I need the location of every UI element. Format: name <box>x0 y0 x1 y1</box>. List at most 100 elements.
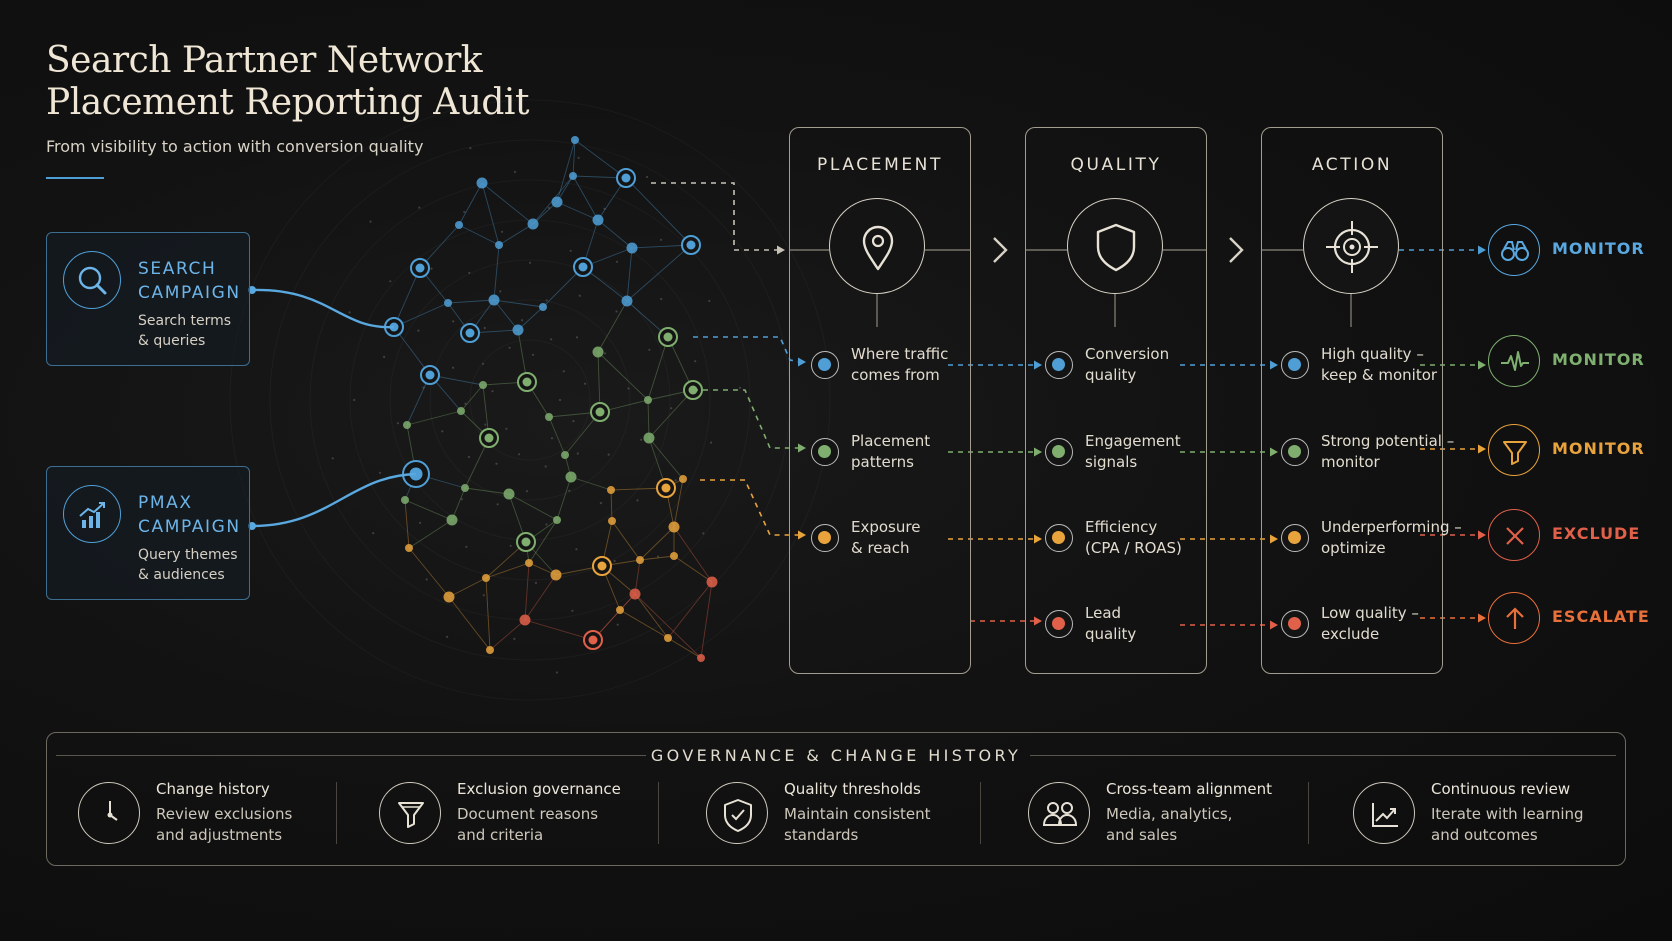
binoculars-icon <box>1488 224 1540 276</box>
governance-item-title: Quality thresholds <box>784 780 921 798</box>
page-subtitle: From visibility to action with conversio… <box>46 137 424 156</box>
outcome-label: MONITOR <box>1552 239 1645 258</box>
network-dust <box>446 635 449 639</box>
flow-connector <box>651 182 779 251</box>
network-edge <box>582 219 599 268</box>
network-node <box>681 235 701 255</box>
network-dust <box>615 310 618 313</box>
network-edge <box>548 416 566 456</box>
network-edge <box>460 410 490 439</box>
network-node <box>656 478 676 498</box>
network-edge <box>626 247 633 302</box>
network-dust <box>467 455 470 459</box>
network-edge <box>601 520 613 567</box>
network-node <box>486 646 494 654</box>
network-edge <box>408 547 450 598</box>
status-dot <box>1281 351 1309 379</box>
background-ring <box>270 140 790 660</box>
network-edge <box>647 336 669 401</box>
network-dust <box>571 609 574 612</box>
network-dust <box>353 398 356 402</box>
network-node <box>569 172 577 180</box>
network-edge <box>648 437 684 480</box>
network-edge <box>524 619 594 641</box>
network-node <box>482 574 490 582</box>
network-dust <box>369 220 372 223</box>
governance-title: GOVERNANCE & CHANGE HISTORY <box>650 746 1022 765</box>
network-edge <box>451 487 466 521</box>
network-node <box>476 177 488 189</box>
growth-chart-icon <box>63 485 121 543</box>
network-dust <box>495 462 498 465</box>
network-node <box>621 295 633 307</box>
network-edge <box>648 437 667 489</box>
network-dust <box>513 170 517 173</box>
network-edge <box>458 182 483 226</box>
page-title-line1: Search Partner Network <box>46 40 483 81</box>
network-edge <box>493 299 519 331</box>
network-node <box>460 323 480 343</box>
divider <box>56 755 646 756</box>
network-edge <box>406 374 431 426</box>
governance-item-title: Change history <box>156 780 270 798</box>
network-edge <box>525 541 557 576</box>
action-heading: ACTION <box>1311 155 1393 175</box>
status-dot <box>1045 351 1073 379</box>
status-dot <box>1281 610 1309 638</box>
network-edge <box>639 526 675 561</box>
network-node <box>621 173 631 183</box>
network-edge <box>419 224 460 269</box>
placement-column <box>789 127 971 674</box>
network-dust <box>518 453 521 456</box>
network-edge <box>481 182 500 246</box>
network-dust <box>545 523 548 526</box>
network-edge <box>626 300 669 338</box>
network-edge <box>498 223 534 246</box>
network-dust <box>452 320 455 323</box>
outcome-label: ESCALATE <box>1552 607 1650 626</box>
governance-item-desc: Media, analytics,and sales <box>1106 805 1233 844</box>
outcome-label: MONITOR <box>1552 350 1645 369</box>
network-edge <box>464 437 490 489</box>
network-node <box>405 544 413 552</box>
network-edge <box>481 182 534 225</box>
network-node <box>503 488 515 500</box>
network-edge <box>517 329 528 383</box>
network-edge <box>406 410 462 426</box>
network-edge <box>532 201 558 225</box>
network-dust <box>640 438 643 441</box>
network-edge <box>667 637 702 659</box>
network-node <box>643 432 655 444</box>
divider <box>980 782 981 844</box>
network-dust <box>383 355 386 358</box>
network-edge <box>639 555 675 561</box>
network-dust <box>491 390 494 393</box>
network-node <box>401 496 409 504</box>
network-node <box>465 328 475 338</box>
network-edge <box>582 266 628 302</box>
network-dust <box>575 548 578 551</box>
network-node <box>444 299 452 307</box>
network-node <box>668 521 680 533</box>
network-dust <box>615 260 619 263</box>
network-edge <box>458 224 500 246</box>
chevron-right-icon <box>993 237 1008 263</box>
network-node <box>683 380 703 400</box>
network-edge <box>597 300 628 353</box>
subtitle-divider <box>46 177 104 179</box>
network-dust <box>547 206 551 209</box>
network-edge <box>597 351 649 401</box>
network-edge <box>611 520 641 561</box>
background-ring <box>230 100 830 700</box>
status-dot <box>1281 524 1309 552</box>
network-node <box>597 561 607 571</box>
pulse-icon <box>1488 335 1540 387</box>
divider <box>658 782 659 844</box>
network-node <box>608 517 616 525</box>
network-edge <box>626 244 692 302</box>
network-dust <box>708 299 711 303</box>
network-edge <box>700 581 713 659</box>
